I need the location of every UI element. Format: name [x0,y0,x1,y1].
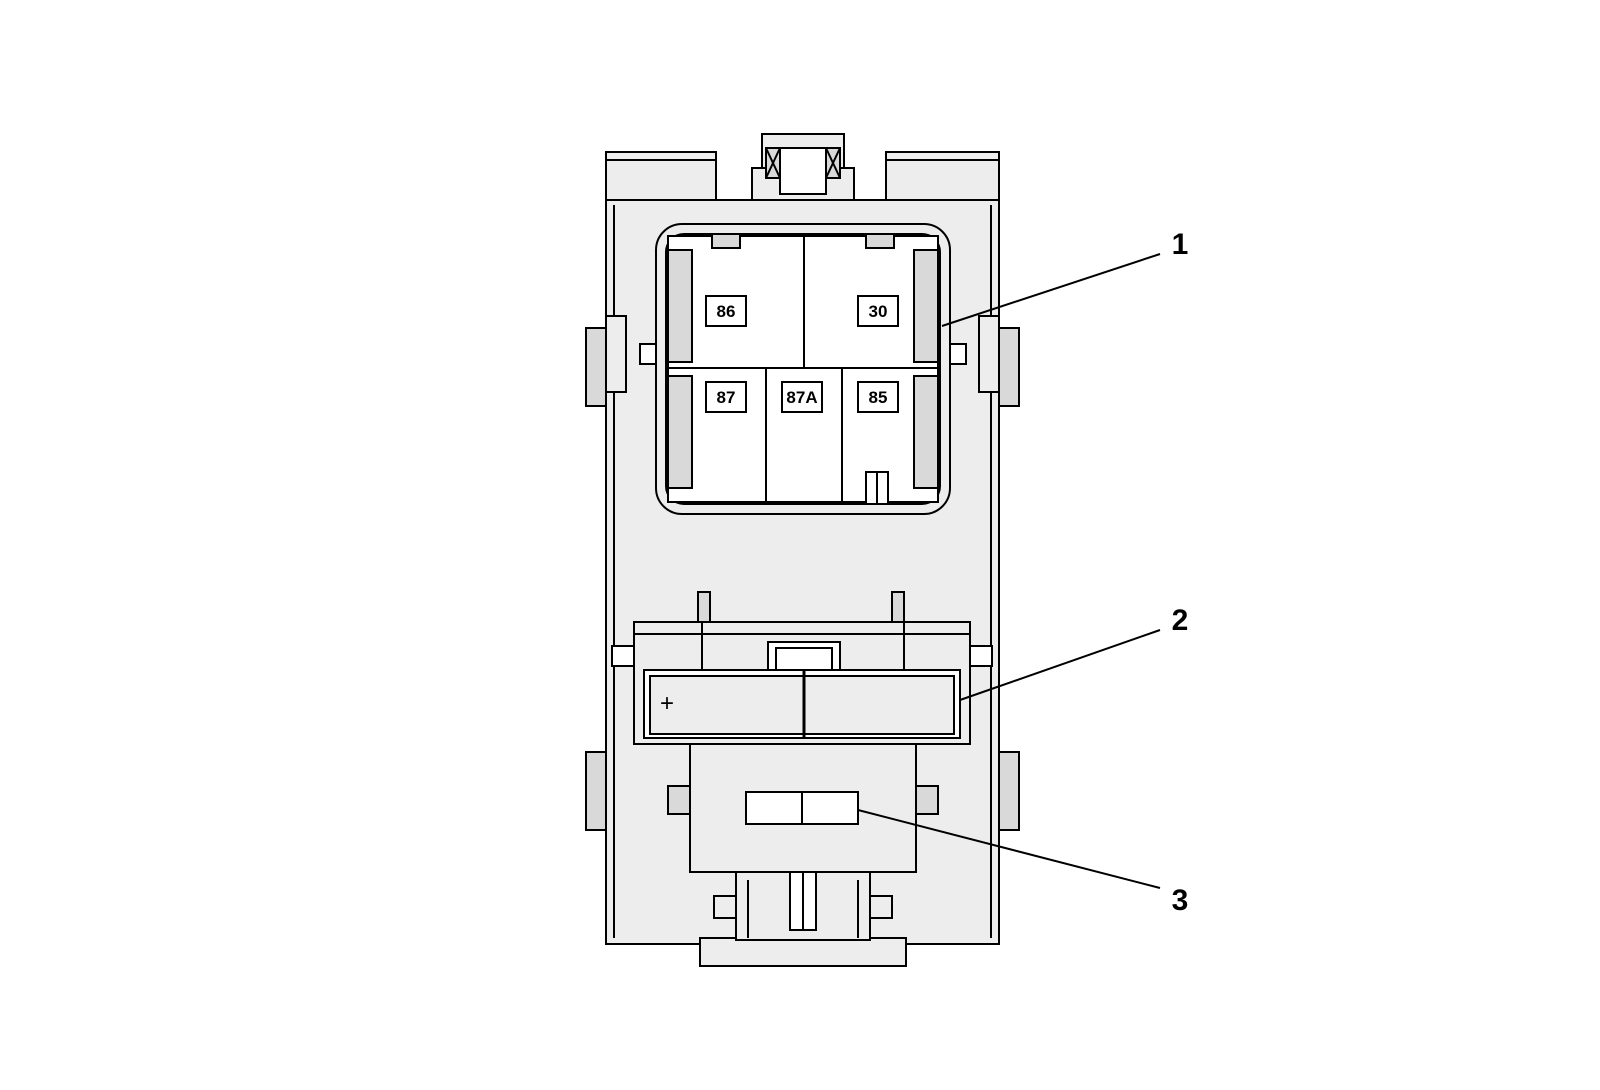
diode-connector [667,743,939,873]
fuse-plus-marking: + [660,690,674,717]
terminal-87a: 87A [781,381,823,413]
terminal-86-label: 86 [717,302,736,321]
callout-3: 3 [1172,884,1189,917]
leader-line-1 [941,253,1161,327]
relay: 86 30 87 87A 85 [639,223,967,515]
terminal-85-label: 85 [869,388,888,407]
terminal-85: 85 [857,381,899,413]
terminal-87: 87 [705,381,747,413]
leader-line-2 [959,629,1161,701]
callout-2: 2 [1172,604,1189,637]
bottom-connector [699,867,907,967]
terminal-87-label: 87 [717,388,736,407]
terminal-86: 86 [705,295,747,327]
callout-1: 1 [1172,228,1189,261]
terminal-30: 30 [857,295,899,327]
fuse: + [643,669,961,739]
terminal-87a-label: 87A [786,388,817,407]
side-tabs [585,315,1020,831]
terminal-30-label: 30 [869,302,888,321]
leader-line-3 [857,809,1161,889]
top-latch [751,133,855,201]
diode-right-half [801,791,859,825]
diode-left-half [745,791,803,825]
